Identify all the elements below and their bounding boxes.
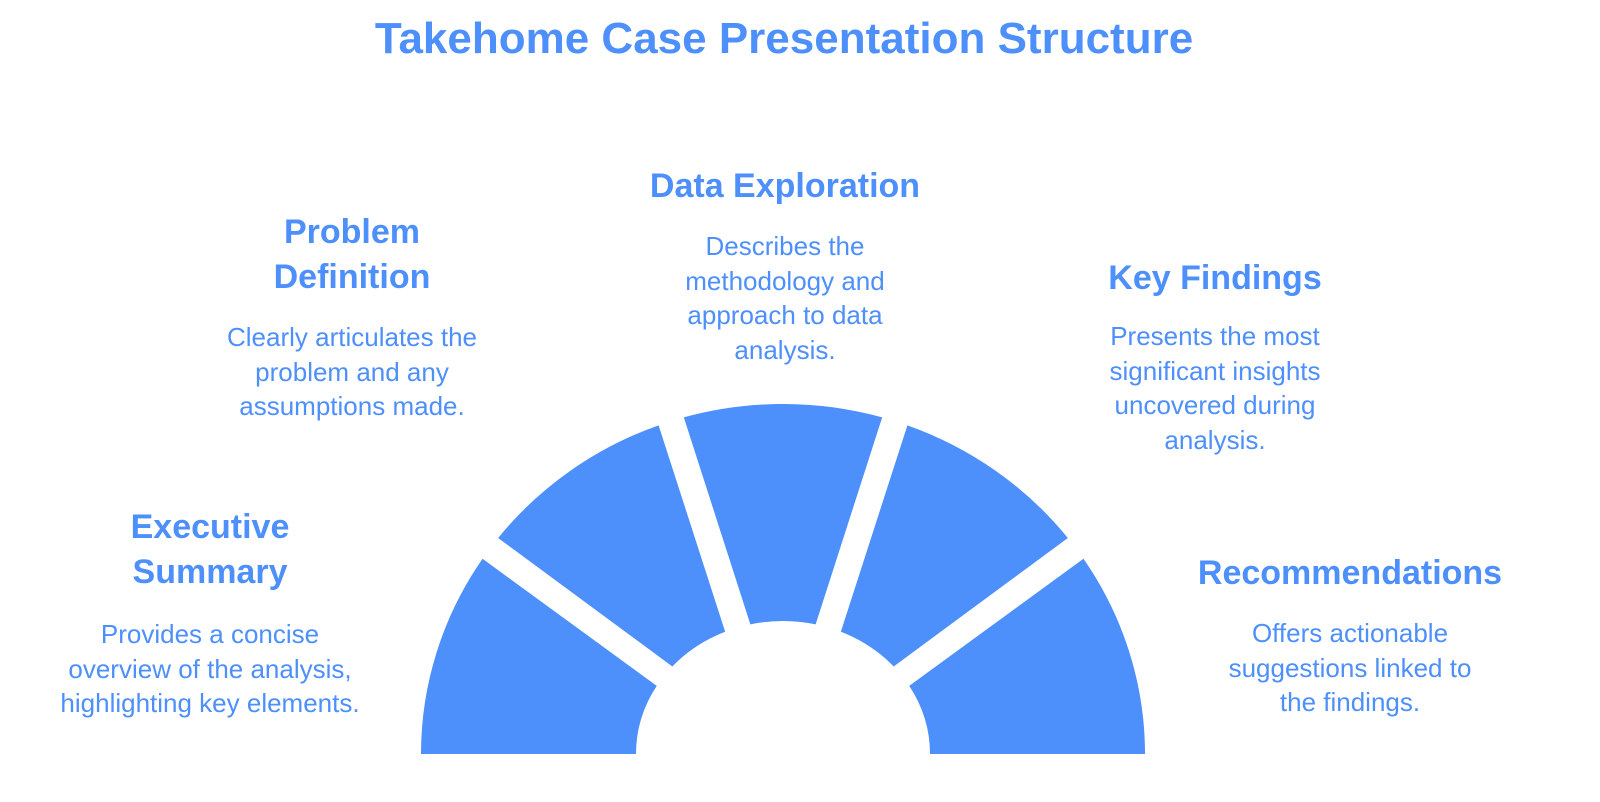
segment-recommendations [909, 558, 1145, 754]
stage-data-exploration: Data Exploration Describes the methodolo… [620, 164, 950, 367]
stage-key-findings: Key Findings Presents the most significa… [1070, 256, 1360, 457]
stage-description: Presents the most significant insights u… [1109, 321, 1321, 455]
segment-problem-definition [498, 425, 726, 667]
stage-heading: Executive Summary [130, 508, 290, 591]
stage-recommendations: Recommendations Offers actionable sugges… [1170, 551, 1530, 720]
stage-description: Describes the methodology and approach t… [685, 231, 885, 365]
stage-description: Clearly articulates the problem and any … [227, 322, 477, 421]
stage-problem-definition: Problem Definition Clearly articulates t… [190, 210, 514, 424]
stage-heading: Recommendations [1197, 554, 1503, 592]
stage-heading: Key Findings [1108, 259, 1322, 297]
stage-heading: Data Exploration [649, 167, 921, 205]
stage-description: Offers actionable suggestions linked to … [1228, 618, 1472, 717]
segment-data-exploration [683, 403, 883, 625]
diagram-title: Takehome Case Presentation Structure [374, 14, 1194, 63]
stage-heading: Problem Definition [273, 213, 431, 296]
stage-executive-summary: Executive Summary Provides a concise ove… [30, 505, 390, 721]
segment-executive-summary [421, 558, 657, 754]
segment-key-findings [840, 425, 1068, 667]
stage-description: Provides a concise overview of the analy… [60, 619, 360, 718]
